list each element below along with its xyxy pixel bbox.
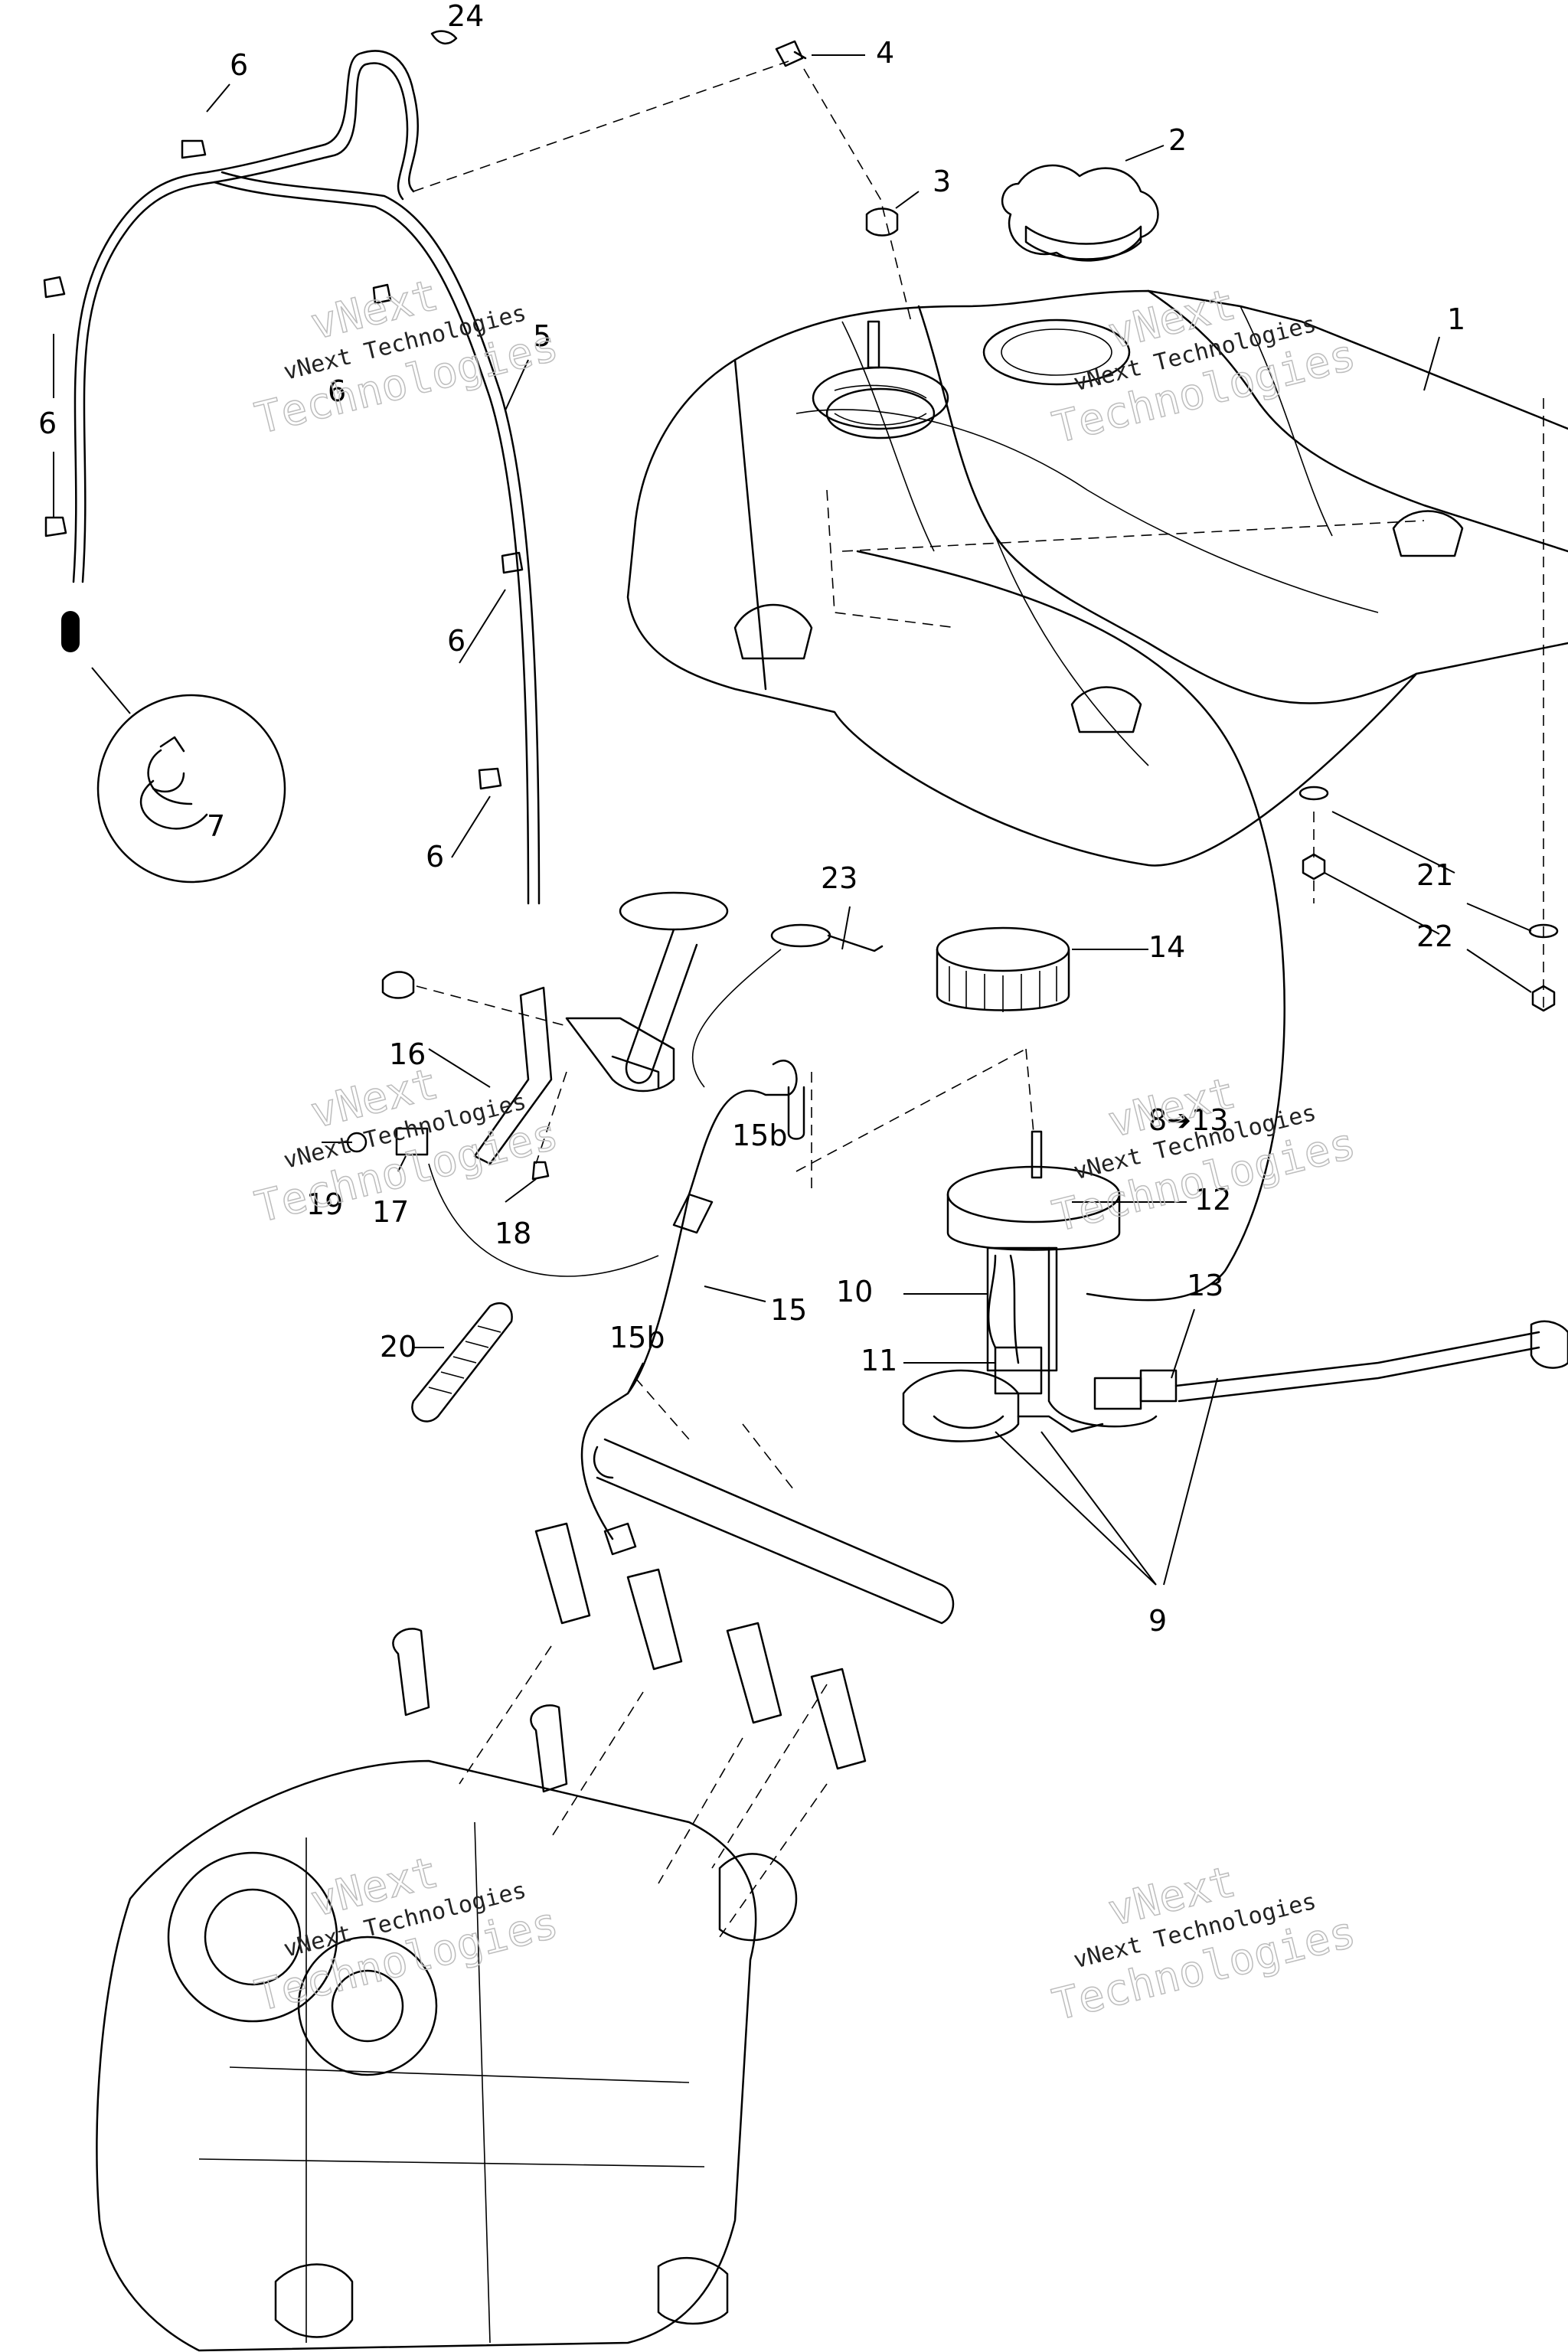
fuel-tank (626, 289, 1568, 1302)
fuel-hose (580, 1060, 812, 1556)
fuel-injectors (459, 1522, 867, 1938)
callout-14: 14 (1148, 930, 1185, 964)
callout-23: 23 (821, 861, 858, 895)
callout-7: 7 (207, 809, 225, 843)
protective-sleeve (411, 1302, 513, 1423)
watermark-2: vNext vNext Technologies Technologies (1047, 279, 1361, 454)
callout-4: 4 (876, 36, 894, 70)
callout-15: 15 (770, 1293, 807, 1327)
hose-clip (770, 923, 884, 952)
washers-and-nuts (1298, 786, 1559, 1012)
fuel-cap (1001, 164, 1159, 262)
callout-1: 1 (1447, 302, 1465, 336)
vent-hose-assembly (72, 50, 541, 905)
rollover-valve (775, 40, 807, 67)
callout-20: 20 (380, 1330, 416, 1364)
callouts: 1 2 3 4 5 6 6 6 6 6 7 8➔13 9 10 11 12 13… (38, 0, 1465, 1638)
callout-6a: 6 (230, 48, 248, 82)
callout-15b-lower: 15b (609, 1321, 665, 1354)
fuel-pump-module (795, 1048, 1568, 1442)
callout-18: 18 (495, 1217, 531, 1250)
lock-ring (936, 926, 1070, 1012)
callout-6b: 6 (38, 407, 57, 440)
callout-16: 16 (389, 1037, 426, 1071)
callout-13: 13 (1187, 1269, 1223, 1302)
regulator-bracket (346, 891, 729, 1181)
callout-8-13: 8➔13 (1148, 1103, 1228, 1137)
callout-22: 22 (1416, 920, 1453, 953)
watermark-6: vNext vNext Technologies Technologies (1047, 1856, 1361, 2031)
watermark-1: vNext vNext Technologies Technologies (250, 270, 564, 445)
callout-10: 10 (836, 1275, 873, 1308)
callout-6d: 6 (447, 624, 466, 658)
callout-12: 12 (1194, 1183, 1231, 1217)
leader-lines (53, 54, 1532, 1586)
engine-block (96, 1628, 828, 2352)
callout-24: 24 (447, 0, 484, 33)
callout-17: 17 (372, 1195, 409, 1229)
callout-21: 21 (1416, 858, 1453, 892)
watermark-5: vNext vNext Technologies Technologies (250, 1847, 564, 2022)
callout-6c: 6 (328, 374, 346, 408)
elbow-hose-detail (61, 611, 286, 884)
callout-15b-upper: 15b (732, 1119, 787, 1152)
callout-3: 3 (933, 165, 951, 198)
callout-11: 11 (861, 1344, 897, 1377)
callout-5: 5 (533, 319, 551, 353)
fuel-rail (593, 1377, 955, 1625)
callout-19: 19 (306, 1187, 343, 1221)
hose-clips (43, 30, 524, 790)
callout-9: 9 (1148, 1604, 1167, 1638)
callout-6e: 6 (426, 840, 444, 874)
callout-2: 2 (1168, 123, 1187, 157)
grommet (865, 207, 899, 237)
